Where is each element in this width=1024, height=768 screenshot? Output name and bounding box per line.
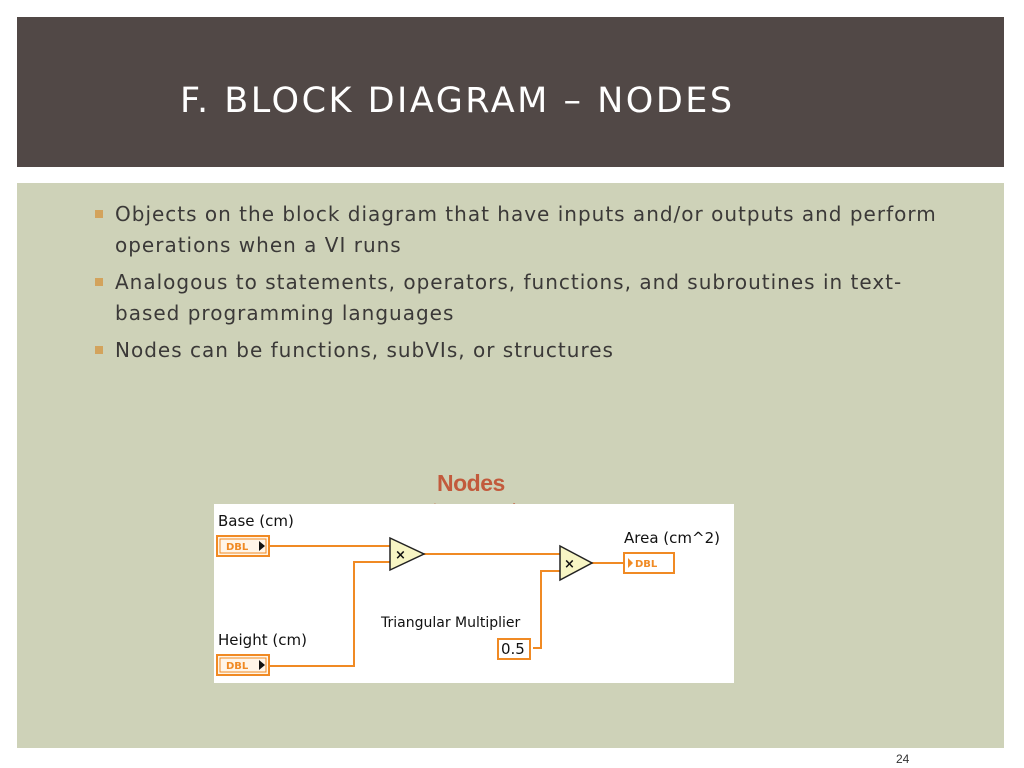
base-label: Base (cm) (218, 512, 294, 530)
terminal-type-label: DBL (635, 559, 658, 570)
page-number: 24 (896, 752, 910, 766)
bullet-text: Objects on the block diagram that have i… (115, 202, 937, 257)
triangular-multiplier-label: Triangular Multiplier (381, 615, 521, 631)
wire-constant-to-multiply (533, 570, 560, 649)
multiply-icon: × (395, 548, 406, 563)
terminal-type-label: DBL (226, 542, 249, 553)
bullet-item: Analogous to statements, operators, func… (95, 267, 945, 329)
height-label: Height (cm) (218, 631, 307, 649)
wire-height-to-multiply (269, 561, 390, 667)
slide-title: F. BLOCK DIAGRAM – NODES (180, 81, 735, 121)
block-diagram: DBL DBL × × DBL Base (cm) Height (cm) Ar… (214, 504, 734, 683)
nodes-callout-label: Nodes (437, 470, 505, 496)
bullet-text: Analogous to statements, operators, func… (115, 270, 903, 325)
bullet-item: Objects on the block diagram that have i… (95, 199, 945, 261)
square-bullet-icon (95, 210, 103, 218)
area-indicator[interactable]: DBL (623, 552, 675, 574)
constant-box[interactable]: 0.5 (497, 638, 531, 660)
title-bar (17, 17, 1004, 167)
square-bullet-icon (95, 346, 103, 354)
height-terminal[interactable]: DBL (216, 654, 270, 676)
content-panel: Objects on the block diagram that have i… (17, 183, 1004, 748)
bullet-list: Objects on the block diagram that have i… (95, 199, 945, 372)
multiply-node-2[interactable]: × (559, 544, 594, 582)
multiply-node-1[interactable]: × (389, 536, 426, 572)
square-bullet-icon (95, 278, 103, 286)
bullet-text: Nodes can be functions, subVIs, or struc… (115, 338, 614, 362)
bullet-item: Nodes can be functions, subVIs, or struc… (95, 335, 945, 366)
block-diagram-wires: DBL DBL × × DBL (216, 535, 675, 676)
area-label: Area (cm^2) (624, 529, 720, 547)
terminal-type-label: DBL (226, 661, 249, 672)
multiply-icon: × (564, 557, 575, 572)
base-terminal[interactable]: DBL (216, 535, 270, 557)
